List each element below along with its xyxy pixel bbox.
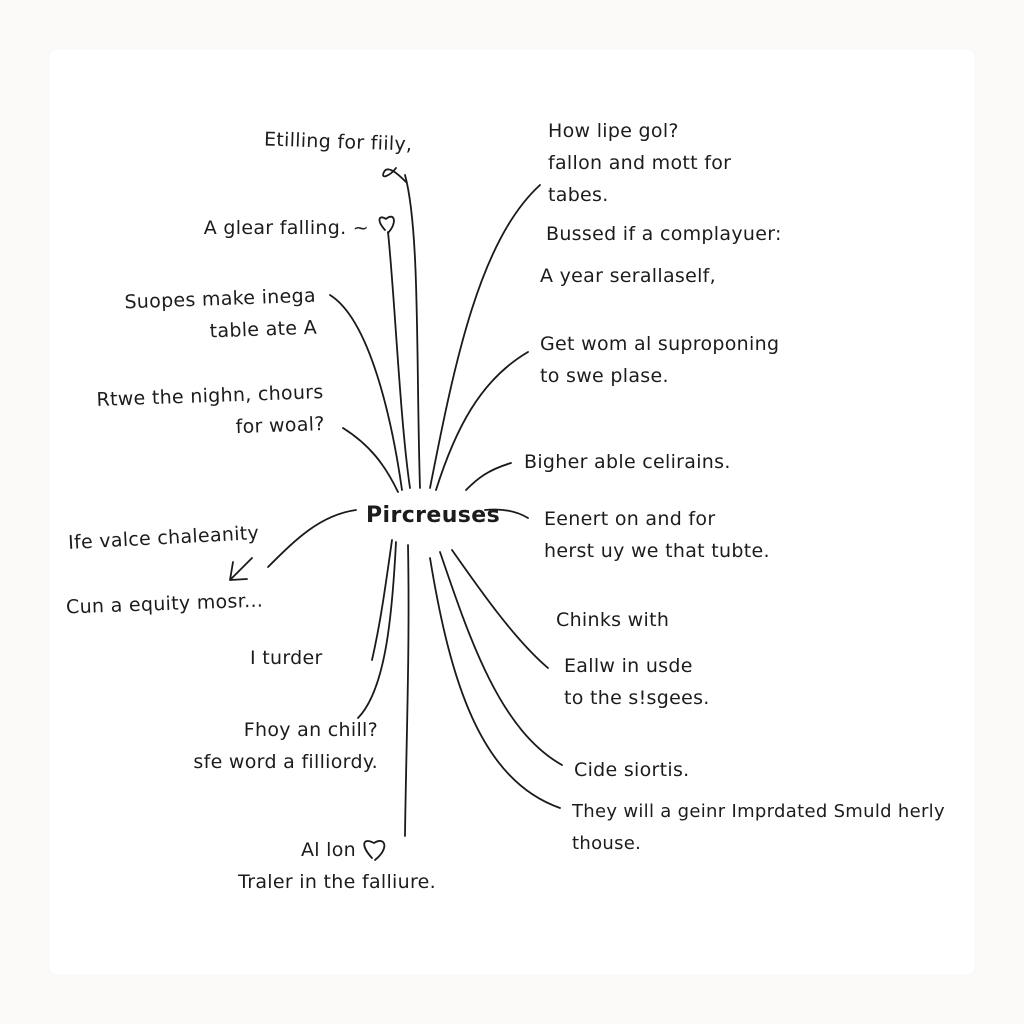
right-label-eallw: Eallw in usde to the s!sgees. [564, 650, 710, 714]
label-line: They will a geinr Imprdated Smuld herly [572, 801, 945, 822]
right-label-eenert: Eenert on and for herst uy we that tubte… [544, 503, 770, 567]
label-line: Chinks with [556, 609, 670, 631]
arrow-doodle-icon [229, 557, 253, 581]
connector-bigher [465, 462, 512, 491]
label-line: A glear falling. ~ [203, 217, 369, 239]
left-label-glear: A glear falling. ~ [204, 212, 369, 244]
right-label-chinks: Chinks with [556, 604, 669, 636]
connector-ife [267, 509, 357, 568]
label-line: tabes. [548, 184, 609, 206]
label-line: Traler in the falliure. [238, 871, 436, 893]
label-line: Get wom al suproponing [540, 333, 780, 355]
label-line: fallon and mott for [548, 152, 732, 174]
left-label-fhoy: Fhoy an chill? sfe word a filliordy. [193, 714, 378, 778]
label-line: Bussed if a complayuer: [546, 223, 782, 245]
center-node-label: Pircreuses [366, 503, 501, 528]
label-line: I turder [250, 647, 323, 669]
label-line: Al lon [300, 839, 356, 861]
heart-doodle-icon [378, 215, 395, 234]
label-line: to the s!sgees. [564, 687, 710, 709]
label-line: herst uy we that tubte. [544, 540, 770, 562]
connector-cide [439, 551, 563, 766]
right-label-they: They will a geinr Imprdated Smuld herly … [572, 796, 945, 860]
label-line: Cide siortis. [574, 759, 690, 781]
label-line: Fhoy an chill? [243, 719, 378, 741]
right-label-year: A year serallaself, [540, 260, 716, 292]
left-label-turder: I turder [250, 642, 323, 674]
label-line: Eallw in usde [564, 655, 693, 677]
right-label-bussed: Bussed if a complayuer: [546, 218, 782, 250]
label-line: Eenert on and for [544, 508, 716, 530]
label-line: to swe plase. [540, 365, 669, 387]
doodle-loop-icon [382, 167, 407, 183]
connector-eenert [484, 508, 529, 519]
label-line: A year serallaself, [540, 265, 717, 287]
connector-etilling [404, 174, 421, 489]
connector-rtwe [342, 427, 399, 493]
label-line: thouse. [572, 833, 642, 854]
connector-getwom [435, 351, 529, 491]
connector-suopes [329, 294, 403, 491]
right-label-how: How lipe gol? fallon and mott for tabes. [548, 115, 731, 211]
connector-how [429, 184, 541, 489]
left-label-suopes: Suopes make inega table ate A [124, 280, 318, 351]
connector-they [429, 557, 561, 809]
right-label-getwom: Get wom al suproponing to swe plase. [540, 328, 779, 392]
left-label-etilling: Etilling for fiily, [263, 123, 412, 160]
label-line: sfe word a filliordy. [193, 751, 378, 773]
label-line: Bigher able celirains. [524, 451, 731, 473]
connector-glear [387, 231, 411, 489]
heart-doodle-icon [363, 840, 386, 861]
label-line: table ate A [208, 316, 317, 343]
connector-allon [404, 544, 410, 837]
right-label-bigher: Bigher able celirains. [524, 446, 731, 478]
right-label-cide: Cide siortis. [574, 754, 690, 786]
left-label-rtwe: Rtwe the nighn, chours for woal? [96, 376, 325, 448]
label-line: How lipe gol? [548, 120, 679, 142]
left-label-allon: Al lon Traler in the falliure. [238, 834, 436, 898]
label-line: Etilling for fiily, [263, 128, 413, 156]
connector-fhoy [357, 541, 397, 719]
connector-chinks [451, 549, 549, 669]
connector-turder [371, 539, 393, 661]
